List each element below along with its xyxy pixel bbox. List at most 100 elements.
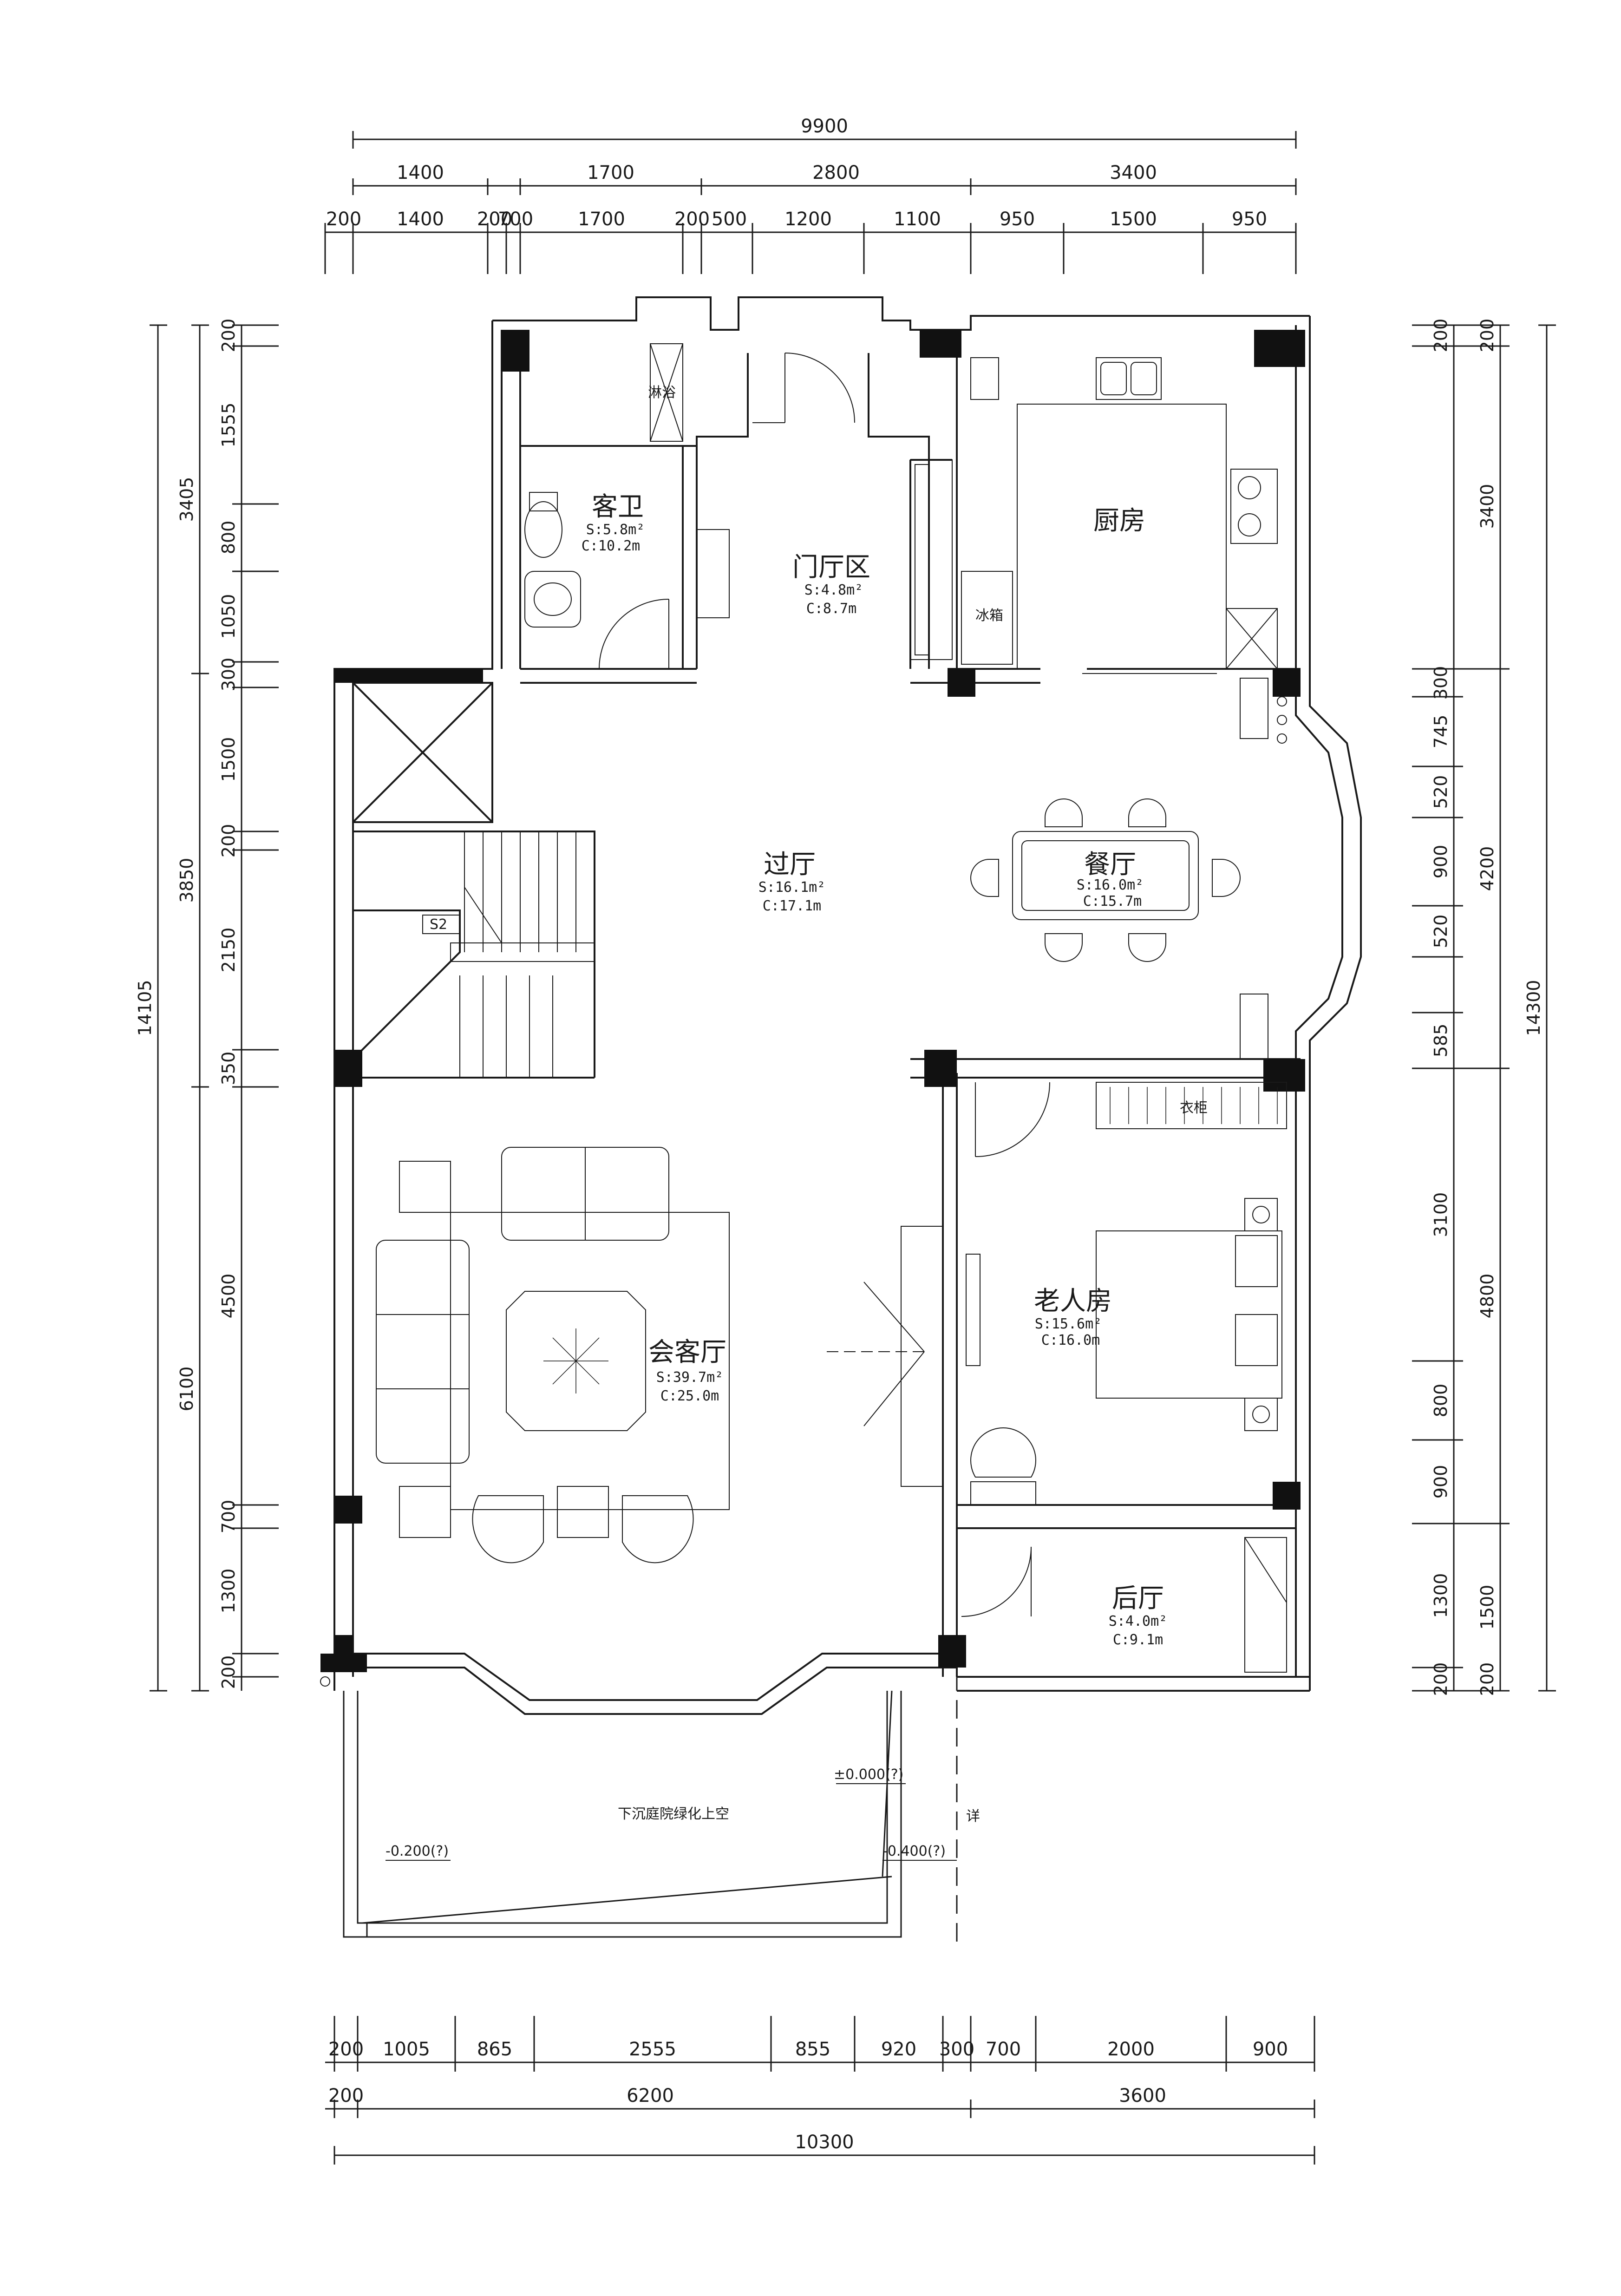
dim-right-inner-4: 900 <box>1431 845 1451 879</box>
bottom-dimension-lines <box>325 2016 1315 2165</box>
dim-top-r3-2: 200 <box>477 209 512 230</box>
dim-right-outer-2: 4200 <box>1477 846 1497 891</box>
dim-top-r3-7: 1200 <box>784 209 832 230</box>
room-name-dining: 餐厅 <box>1084 850 1136 880</box>
dim-top-r3-4: 1700 <box>578 209 625 230</box>
room-area-living: S:39.7m² <box>656 1369 724 1386</box>
dim-right-inner-11: 200 <box>1431 1662 1451 1696</box>
dim-right-inner-2: 745 <box>1431 715 1451 749</box>
level-label-0: ±0.000(?) <box>834 1766 903 1783</box>
dim-top-r3-11: 950 <box>1232 209 1267 230</box>
dim-bot-r1-8: 2000 <box>1107 2039 1155 2060</box>
dim-bot-total: 10300 <box>795 2132 854 2153</box>
dim-bot-r1-2: 865 <box>477 2039 512 2060</box>
level-markers <box>320 1676 957 1861</box>
detail-label: 详 <box>966 1808 980 1825</box>
misc-labels: 冰箱 S2 淋浴 衣柜 下沉庭院绿化上空 ±0.000(?) -0.200(?)… <box>386 385 1208 1859</box>
room-name-hall: 过厅 <box>764 850 816 880</box>
room-name-kitchen: 厨房 <box>1093 506 1145 536</box>
room-area-hall: S:16.1m² <box>758 879 826 896</box>
dim-left-outer-1: 3850 <box>176 858 197 903</box>
courtyard-label: 下沉庭院绿化上空 <box>618 1806 729 1822</box>
room-name-elder-bedroom: 老人房 <box>1034 1286 1112 1316</box>
dim-top-r2-3: 3400 <box>1110 162 1157 183</box>
dim-left-inner-7: 2150 <box>218 928 239 973</box>
dim-bot-r2-1: 6200 <box>627 2085 674 2106</box>
dim-right-outer-4: 1500 <box>1477 1585 1497 1630</box>
dim-right-inner-0: 200 <box>1431 319 1451 353</box>
dim-right-inner-3: 520 <box>1431 775 1451 809</box>
dim-left-inner-4: 300 <box>218 658 239 692</box>
room-name-living: 会客厅 <box>648 1337 726 1367</box>
room-perimeter-back-hall: C:9.1m <box>1113 1632 1163 1648</box>
dim-right-outer-5: 200 <box>1477 1662 1497 1696</box>
dim-bot-r1-6: 300 <box>939 2039 974 2060</box>
dim-right-inner-10: 1300 <box>1431 1573 1451 1618</box>
room-area-foyer: S:4.8m² <box>804 582 863 598</box>
shower-label: 淋浴 <box>648 385 676 401</box>
room-area-dining: S:16.0m² <box>1077 877 1144 893</box>
room-name-foyer: 门厅区 <box>792 552 870 582</box>
room-perimeter-living: C:25.0m <box>660 1388 719 1404</box>
door-swings <box>599 353 1217 1617</box>
left-dimension-lines <box>150 324 279 1692</box>
living-room-furniture <box>376 1147 980 1563</box>
dim-top-total: 9900 <box>801 116 848 137</box>
dim-top-r3-0: 200 <box>326 209 361 230</box>
dim-left-inner-9: 4500 <box>218 1274 239 1319</box>
dim-top-r3-5: 200 <box>674 209 710 230</box>
stair-treads <box>422 831 595 1078</box>
room-area-guest-bath: S:5.8m² <box>586 522 645 538</box>
dim-left-inner-3: 1050 <box>218 594 239 639</box>
dim-right-inner-9: 900 <box>1431 1465 1451 1499</box>
room-perimeter-foyer: C:8.7m <box>806 601 856 617</box>
dim-left-outer-2: 6100 <box>176 1367 197 1412</box>
kitchen-fixtures <box>910 357 1287 1060</box>
dim-top-r2-0: 1400 <box>397 162 444 183</box>
dim-bot-r1-0: 200 <box>328 2039 364 2060</box>
room-perimeter-hall: C:17.1m <box>763 898 821 914</box>
stair-label: S2 <box>430 916 447 933</box>
dim-left-inner-5: 1500 <box>218 737 239 782</box>
dim-top-r3-1: 1400 <box>397 209 444 230</box>
level-label-neg04: -0.400(?) <box>882 1843 946 1859</box>
dim-bot-r1-5: 920 <box>881 2039 916 2060</box>
dim-top-r3-10: 1500 <box>1110 209 1157 230</box>
dim-bot-r1-1: 1005 <box>383 2039 430 2060</box>
right-dimension-text: 200 300 745 520 900 520 585 3100 800 900… <box>1431 319 1544 1696</box>
walls <box>333 296 1362 1715</box>
dim-right-inner-7: 3100 <box>1431 1192 1451 1237</box>
dim-right-inner-6: 585 <box>1431 1024 1451 1058</box>
room-perimeter-guest-bath: C:10.2m <box>582 538 640 554</box>
dim-left-inner-12: 200 <box>218 1655 239 1689</box>
bedroom-furniture <box>970 1082 1287 1673</box>
toilet-fixtures <box>524 343 730 628</box>
dim-bot-r2-2: 3600 <box>1119 2085 1166 2106</box>
dim-top-r3-6: 500 <box>712 209 747 230</box>
dim-right-outer-0: 200 <box>1477 319 1497 353</box>
dining-set <box>970 798 1241 962</box>
room-area-elder-bedroom: S:15.6m² <box>1035 1316 1102 1332</box>
dim-left-inner-11: 1300 <box>218 1569 239 1614</box>
left-dimension-text: 14105 3405 3850 6100 200 1555 800 1050 3… <box>135 319 239 1689</box>
dim-left-inner-10: 700 <box>218 1500 239 1534</box>
top-dimension-text: 9900 1400 1700 2800 3400 200 1400 200 70… <box>326 116 1267 230</box>
dim-top-r3-9: 950 <box>1000 209 1035 230</box>
dim-bot-r1-7: 700 <box>986 2039 1021 2060</box>
right-dimension-lines <box>1412 324 1556 1692</box>
bottom-dimension-text: 200 1005 865 2555 855 920 300 700 2000 9… <box>328 2039 1288 2153</box>
dim-top-r2-1: 1700 <box>587 162 634 183</box>
level-label-neg02: -0.200(?) <box>386 1843 449 1859</box>
fridge-label: 冰箱 <box>975 608 1003 624</box>
dim-top-r2-2: 2800 <box>812 162 860 183</box>
dim-left-inner-2: 800 <box>218 521 239 555</box>
dim-left-outer-0: 3405 <box>176 477 197 522</box>
wardrobe-label: 衣柜 <box>1180 1100 1208 1116</box>
dim-top-r3-8: 1100 <box>894 209 941 230</box>
dim-right-inner-5: 520 <box>1431 915 1451 948</box>
dim-left-inner-1: 1555 <box>218 403 239 448</box>
dim-right-inner-8: 800 <box>1431 1384 1451 1418</box>
room-perimeter-dining: C:15.7m <box>1083 893 1142 909</box>
room-area-back-hall: S:4.0m² <box>1109 1613 1167 1629</box>
dim-bot-r1-9: 900 <box>1253 2039 1288 2060</box>
